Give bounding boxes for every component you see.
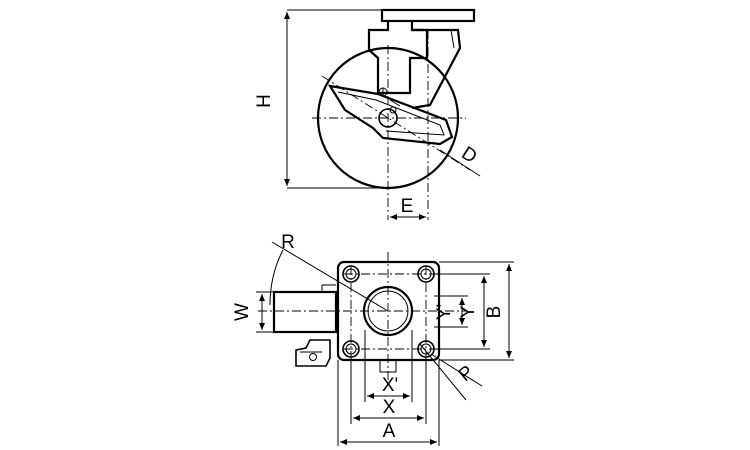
R-label: R — [281, 232, 295, 253]
wheel-stub — [272, 290, 338, 334]
top-plate — [380, 8, 476, 23]
W-label: W — [232, 303, 253, 321]
swivel-housing — [367, 21, 429, 95]
A-label: A — [383, 421, 396, 442]
X-prime-label: X' — [382, 375, 398, 396]
B-label: B — [484, 306, 505, 319]
brake-pedal — [295, 339, 331, 367]
top-view: R W Y' Y B P X' X — [232, 232, 514, 446]
Y-label: Y — [458, 305, 479, 318]
E-label: E — [401, 196, 414, 217]
side-view: H D E — [254, 8, 480, 220]
brake-lever — [327, 84, 454, 146]
X-label: X — [383, 397, 396, 418]
Y-prime-label: Y' — [434, 304, 455, 320]
P-label: P — [455, 362, 478, 386]
H-label: H — [254, 94, 275, 108]
